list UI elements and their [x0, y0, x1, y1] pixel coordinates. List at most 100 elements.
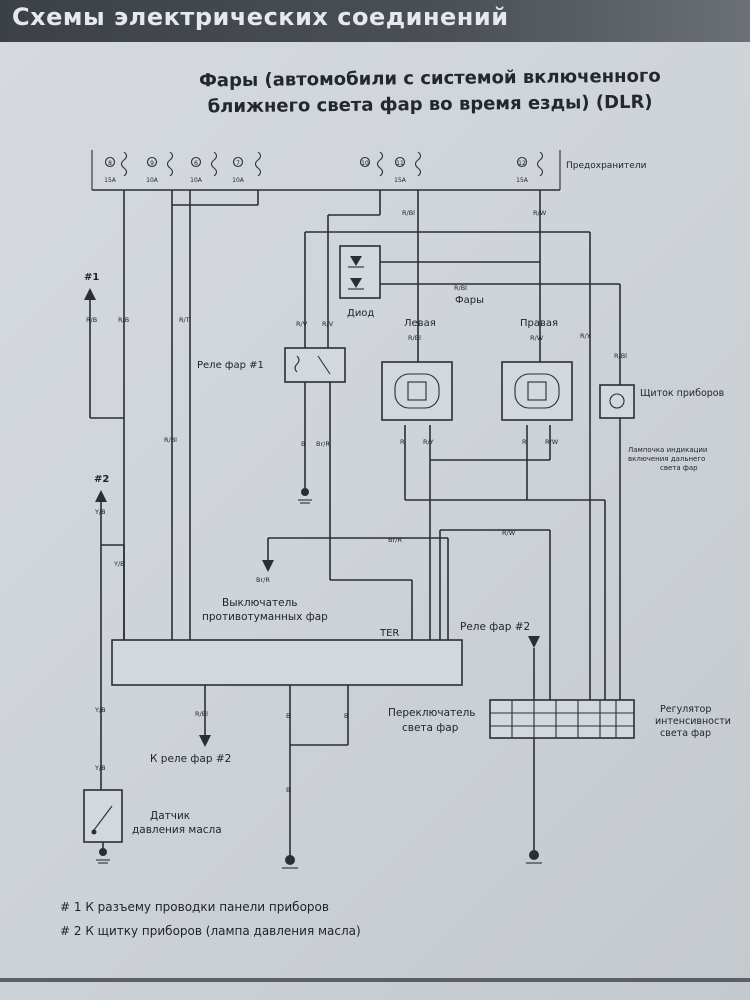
regulator-label-1: Регулятор — [660, 704, 711, 715]
left-headlight-bulb — [407, 381, 427, 401]
right-headlight-box — [501, 361, 573, 421]
regulator-label-2: интенсивности — [655, 716, 731, 727]
fuse-8: 8 15А — [104, 151, 128, 184]
left-headlight — [381, 361, 453, 421]
wire-label-rw4: R/W — [502, 529, 516, 537]
wire-label-b4: B — [286, 786, 290, 794]
fuse-11: 11 15А — [394, 151, 422, 184]
marker-1: #1 — [84, 272, 99, 283]
regulator-connector: Регулятор интенсивности света фар — [489, 699, 731, 739]
fuse-12-rating: 15А — [516, 177, 529, 184]
right-label: Правая — [520, 318, 558, 329]
header-title: Схемы электрических соединений — [12, 3, 509, 31]
dashboard-label: Щиток приборов — [640, 388, 725, 399]
wire-label-ry2: R/Y — [423, 438, 434, 446]
dashboard-lamp — [609, 393, 625, 409]
footnotes: # 1 К разъему проводки панели приборов #… — [60, 895, 580, 943]
fuse-11-rating: 15А — [394, 177, 407, 184]
light-switch-block-box — [111, 639, 463, 686]
marker-2: #2 — [94, 474, 109, 485]
fuse-9: 9 10А — [146, 151, 174, 184]
light-switch-label-1: Переключатель — [388, 707, 476, 719]
dashboard-box — [599, 384, 635, 419]
ground-regulator — [526, 850, 542, 864]
wire-label-yb: Y/B — [94, 508, 106, 516]
diode: Диод — [339, 245, 381, 319]
wire-labels: R/B R/B R/T R/Bl R/Bl R/W R/Bl R/V R/V R… — [86, 209, 627, 794]
fuse-7-rating: 10А — [232, 177, 245, 184]
fuse-9-symbol — [166, 151, 174, 177]
fuse-10-symbol — [376, 151, 384, 177]
dashboard: Щиток приборов Лампочка индикации включе… — [599, 384, 725, 472]
fog-switch-label-2: противотуманных фар — [202, 611, 328, 623]
wire-label-rbl: R/Bl — [164, 436, 177, 444]
indicator-label-3: света фар — [660, 464, 698, 472]
fuse-11-symbol — [414, 151, 422, 177]
wire-label-rbl5: R/Bl — [614, 352, 627, 360]
footnote-1: # 1 К разъему проводки панели приборов — [60, 900, 329, 914]
fuse-6-rating: 10А — [190, 177, 203, 184]
fuse-6: 6 10А — [190, 151, 218, 184]
wire-label-rbl4: R/Bl — [408, 334, 421, 342]
wire-label-rbl2: R/Bl — [402, 209, 415, 217]
ground-relay1 — [298, 488, 312, 504]
wire-label-rb-m1: R/B — [86, 316, 97, 324]
wire-label-yb4: Y/B — [94, 764, 106, 772]
light-switch-label-2: света фар — [402, 722, 459, 734]
wire-label-b: B — [301, 440, 305, 448]
oil-sensor-box — [83, 789, 123, 843]
relay-1-coil — [294, 355, 300, 373]
diode-box — [339, 245, 381, 299]
relay-1-box — [284, 347, 346, 383]
fuse-6-symbol — [210, 151, 218, 177]
left-headlight-box — [381, 361, 453, 421]
wiring — [84, 190, 621, 858]
left-headlight-lamp — [394, 373, 440, 409]
wire-label-rb: R/B — [118, 316, 129, 324]
ground-oil — [96, 848, 110, 864]
headlights-label: Фары — [455, 295, 484, 306]
fuse-12: 12 15А — [516, 151, 544, 184]
regulator-label-3: света фар — [660, 728, 711, 739]
wire-label-brr3: Br/R — [256, 576, 270, 584]
indicator-label-2: включения дальнего — [628, 455, 705, 463]
indicator-label-1: Лампочка индикации — [628, 446, 707, 454]
fuse-8-symbol — [120, 151, 128, 177]
wire-label-yb2: Y/B — [113, 560, 125, 568]
wire-label-yb3: Y/B — [94, 706, 106, 714]
ter-label: TER — [379, 628, 399, 639]
to-relay-2-label: К реле фар #2 — [150, 753, 231, 765]
oil-sensor-label-2: давления масла — [132, 824, 222, 836]
fuse-10-num: 10 — [361, 160, 369, 167]
wire-label-rv2: R/V — [322, 320, 334, 328]
wire-label-b3: B — [344, 712, 348, 720]
fuse-7-num: 7 — [236, 160, 240, 167]
fuse-8-rating: 15А — [104, 177, 117, 184]
wire-label-rt: R/T — [179, 316, 190, 324]
fuse-8-num: 8 — [108, 160, 112, 167]
wire-label-b2: B — [286, 712, 290, 720]
right-headlight-lamp — [514, 373, 560, 409]
arrow-relay2 — [199, 735, 211, 747]
diode-symbol-2 — [350, 278, 362, 288]
arrow-fog — [262, 560, 274, 572]
arrow-relay2-in — [528, 636, 540, 648]
arrow-m2 — [95, 490, 107, 502]
fuse-10: 10 — [359, 151, 384, 177]
wire-label-r-right: R — [522, 438, 527, 446]
wire-label-rw2: R/W — [530, 334, 544, 342]
diode-symbol-1 — [350, 256, 362, 266]
header-bar: Схемы электрических соединений — [0, 0, 750, 42]
oil-sensor-label-1: Датчик — [150, 810, 190, 822]
fuse-7: 7 10А — [232, 151, 262, 184]
bottom-rule — [0, 978, 750, 982]
fuse-7-symbol — [254, 151, 262, 177]
oil-sensor-switch — [93, 805, 113, 831]
relay-1: Реле фар #1 — [197, 347, 346, 383]
fuse-block: Предохранители 8 15А 9 10А 6 10А — [91, 150, 647, 191]
wire-label-brr: Br/R — [316, 440, 330, 448]
relay-1-contact — [317, 355, 331, 375]
diode-label: Диод — [347, 308, 374, 319]
